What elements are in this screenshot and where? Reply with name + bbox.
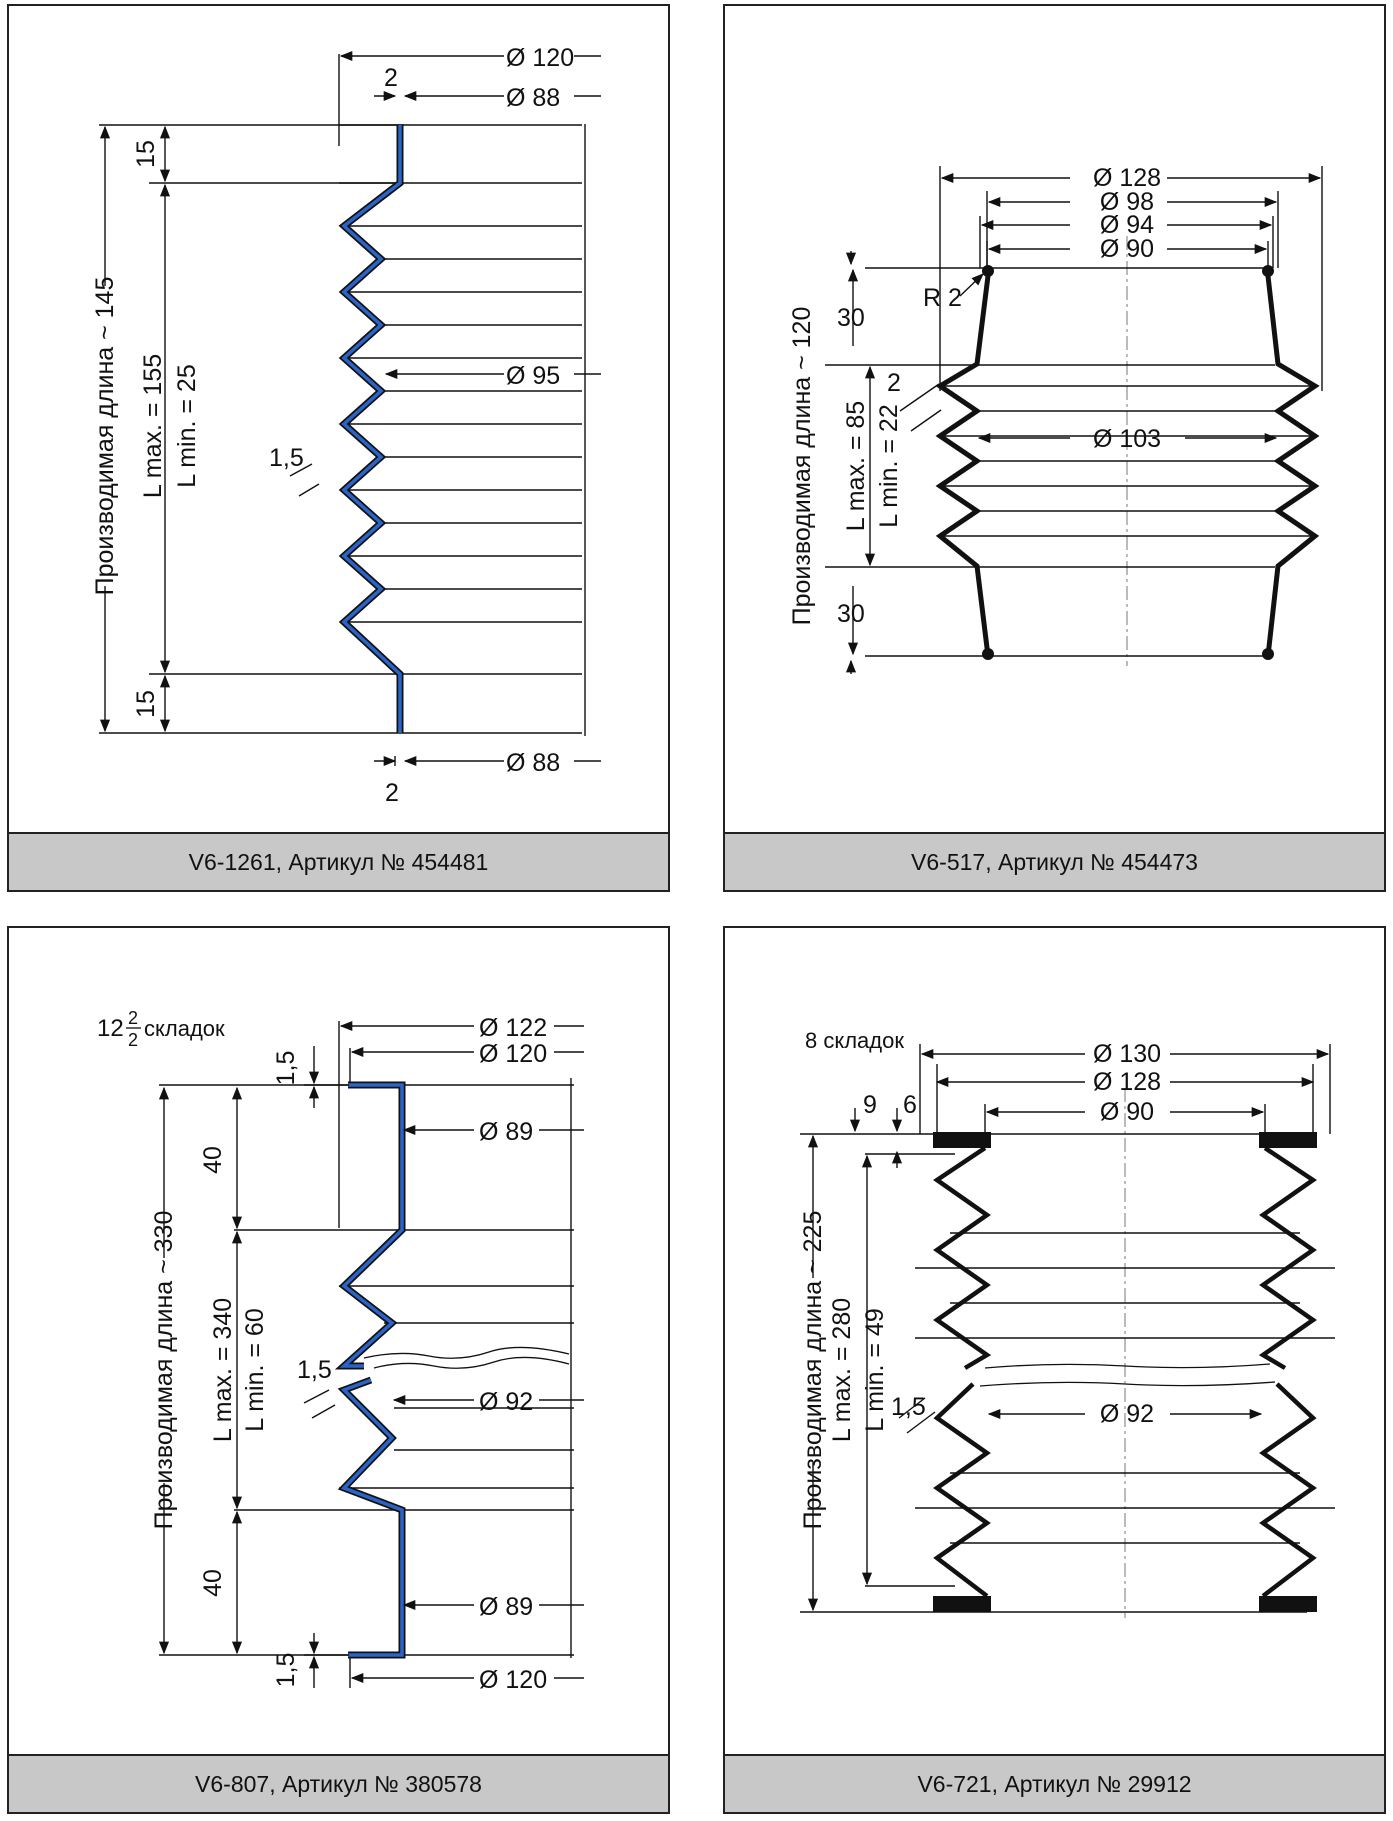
- caption-v6-721: V6-721, Артикул № 29912: [725, 1754, 1384, 1812]
- dim-d120-bottom: Ø 120: [479, 1666, 547, 1694]
- drawing-v6-721: 8 складок Ø 130 Ø 128 Ø 90 Ø 92 9 6 1,5 …: [799, 1028, 1335, 1618]
- dim-d98: Ø 98: [1100, 188, 1154, 216]
- folds-whole: 12: [97, 1015, 124, 1042]
- drawing-v6-807: 12 2 2 складок Ø 122 Ø 120 Ø 89 Ø 92 Ø 8…: [97, 1008, 584, 1694]
- dim-lmin-721: L min. = 49: [861, 1308, 889, 1431]
- dim-prod-length-517: Производимая длина ~ 120: [788, 307, 816, 626]
- dim-lmin: L min. = 25: [173, 364, 201, 487]
- dim-d89-bottom: Ø 89: [479, 1593, 533, 1621]
- dim-d128: Ø 128: [1093, 164, 1161, 192]
- drawing-v6-517: Ø 128 Ø 98 Ø 94 Ø 90 Ø 103 R 2 30 30 2 L…: [788, 164, 1323, 674]
- dim-h6: 6: [903, 1091, 917, 1119]
- folds-word: складок: [144, 1016, 225, 1041]
- dim-lmax: L max. = 155: [139, 354, 167, 498]
- dim-d95: Ø 95: [506, 362, 560, 390]
- dim-t-bottom: 1,5: [272, 1653, 300, 1688]
- panel-v6-721: 8 складок Ø 130 Ø 128 Ø 90 Ø 92 9 6 1,5 …: [723, 926, 1386, 1814]
- drawing-v6-1261: Ø 120 Ø 88 2 Ø 95 Ø 88 2 1,5 15 15 L max…: [91, 44, 601, 807]
- panel-v6-807: 12 2 2 складок Ø 122 Ø 120 Ø 89 Ø 92 Ø 8…: [7, 926, 670, 1814]
- dim-d92: Ø 92: [479, 1388, 533, 1416]
- dim-lmax-807: L max. = 340: [209, 1298, 237, 1442]
- panel-v6-1261: Ø 120 Ø 88 2 Ø 95 Ø 88 2 1,5 15 15 L max…: [7, 4, 670, 892]
- dim-lmax-721: L max. = 280: [828, 1298, 856, 1442]
- dim-d120: Ø 120: [506, 44, 574, 72]
- dim-top30: 30: [837, 304, 865, 332]
- dim-top40: 40: [199, 1146, 227, 1174]
- dim-d88-bottom: Ø 88: [506, 749, 560, 777]
- dim-lmin-517: L min. = 22: [875, 404, 903, 527]
- dim-d130: Ø 130: [1093, 1040, 1161, 1068]
- dim-d103: Ø 103: [1093, 425, 1161, 453]
- dim-wall-top: 2: [384, 64, 398, 92]
- dim-d92-721: Ø 92: [1100, 1400, 1154, 1428]
- dim-d94: Ø 94: [1100, 211, 1154, 239]
- caption-v6-807: V6-807, Артикул № 380578: [9, 1754, 668, 1812]
- dim-d88-top: Ø 88: [506, 84, 560, 112]
- dim-thickness-721: 1,5: [891, 1393, 926, 1421]
- dim-prod-length: Производимая длина ~ 145: [91, 277, 119, 596]
- caption-v6-1261: V6-1261, Артикул № 454481: [9, 832, 668, 890]
- dim-t-top: 1,5: [272, 1051, 300, 1086]
- caption-v6-517: V6-517, Артикул № 454473: [725, 832, 1384, 890]
- dim-top15: 15: [132, 140, 160, 168]
- dim-wall: 2: [887, 369, 901, 397]
- dim-d89-top: Ø 89: [479, 1118, 533, 1146]
- dim-wall-bottom: 2: [385, 779, 399, 807]
- dim-t-mid: 1,5: [297, 1356, 332, 1384]
- dim-d90-721: Ø 90: [1100, 1098, 1154, 1126]
- panel-v6-517: Ø 128 Ø 98 Ø 94 Ø 90 Ø 103 R 2 30 30 2 L…: [723, 4, 1386, 892]
- dim-prod-length-807: Производимая длина ~ 330: [150, 1211, 178, 1530]
- dim-bottom15: 15: [132, 690, 160, 718]
- dim-bottom30: 30: [837, 600, 865, 628]
- dim-h9: 9: [863, 1091, 877, 1119]
- dim-lmin-807: L min. = 60: [241, 1308, 269, 1431]
- dim-d128-721: Ø 128: [1093, 1068, 1161, 1096]
- dim-d90: Ø 90: [1100, 235, 1154, 263]
- dim-radius: R 2: [923, 284, 962, 312]
- dim-thickness: 1,5: [269, 444, 304, 472]
- folds-num: 2: [128, 1008, 138, 1028]
- folds-count: 8 складок: [805, 1028, 904, 1053]
- dim-prod-length-721: Производимая длина ~ 225: [799, 1211, 827, 1530]
- dim-lmax-517: L max. = 85: [842, 401, 870, 531]
- dim-d122: Ø 122: [479, 1014, 547, 1042]
- dim-d120-top: Ø 120: [479, 1040, 547, 1068]
- dim-bottom40: 40: [199, 1569, 227, 1597]
- folds-den: 2: [128, 1030, 138, 1050]
